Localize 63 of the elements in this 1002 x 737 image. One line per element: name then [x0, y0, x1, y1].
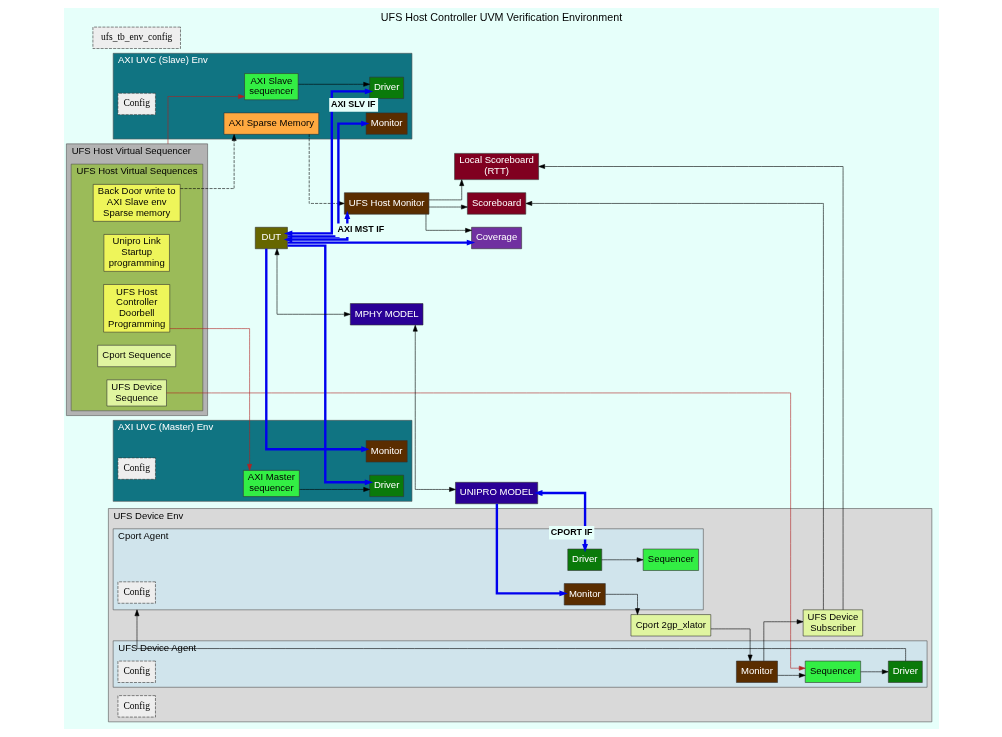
node-box: Config	[117, 660, 156, 683]
node-box: UFS Device Subscriber	[802, 609, 863, 637]
arrow	[165, 392, 805, 671]
arrow	[859, 669, 888, 675]
node-box: Config	[117, 581, 156, 604]
node-box: Coverage	[470, 227, 522, 250]
node-box: Cport Sequence	[96, 344, 176, 367]
edge-label: AXI SLV IF	[330, 98, 375, 109]
arrow	[601, 557, 643, 563]
node-box: UFS Host Monitor	[343, 192, 429, 215]
arrow	[264, 248, 370, 453]
arrow	[169, 328, 252, 471]
node-box: Cport 2gp_xlator	[630, 614, 711, 637]
edge-label: AXI MST IF	[336, 224, 384, 235]
node-box: AXI Sparse Memory	[223, 112, 319, 135]
node-box: UFS Host Controller Doorbell Programming	[102, 284, 170, 333]
node-box: Local Scoreboard (RTT)	[453, 153, 539, 180]
arrow	[298, 487, 370, 492]
arrow	[167, 94, 245, 145]
arrow	[537, 164, 843, 611]
node-box: UFS Device Sequence	[106, 379, 167, 407]
node-box: Scoreboard	[466, 192, 526, 215]
arrow	[533, 490, 588, 553]
node-box: Config	[117, 695, 156, 718]
node-box: Config	[117, 92, 156, 115]
node-box: DUT	[254, 227, 288, 250]
node-box: Sequencer	[804, 660, 861, 683]
arrow	[425, 213, 472, 233]
node-box: AXI Master sequencer	[242, 470, 300, 497]
arrow	[495, 503, 568, 597]
edge-label: CPORT IF	[550, 526, 592, 537]
node-box: UNIPRO MODEL	[454, 482, 538, 505]
arrow	[283, 88, 373, 237]
node-box: Driver	[887, 660, 923, 683]
diagram-title: UFS Host Controller UVM Verification Environment	[380, 11, 622, 24]
arrow	[287, 244, 373, 486]
node-box: Monitor	[563, 583, 606, 606]
node-box: MPHY MODEL	[349, 303, 423, 326]
arrow	[710, 628, 752, 662]
node-box: Back Door write to AXI Slave env Sparse memory	[92, 184, 180, 222]
arrow	[428, 179, 464, 201]
arrow	[274, 248, 351, 317]
node-box: Monitor	[365, 440, 407, 463]
node-box: Monitor	[735, 660, 778, 683]
arrow	[525, 201, 824, 610]
node-box: Monitor	[365, 112, 407, 135]
node-box: ufs_tb_env_config	[92, 26, 181, 49]
arrow	[412, 324, 456, 492]
arrow	[179, 134, 236, 189]
arrow	[428, 204, 468, 210]
arrow	[287, 120, 369, 238]
node-box: Driver	[368, 474, 404, 497]
arrow	[776, 673, 806, 678]
node-box: Driver	[368, 76, 404, 99]
arrow	[297, 81, 370, 87]
node-box: Unipro Link Startup programming	[103, 234, 170, 272]
node-box: Sequencer	[642, 548, 699, 571]
node-box: Config	[117, 457, 156, 480]
node-box: Driver	[567, 548, 602, 571]
arrow	[763, 619, 803, 662]
arrow	[604, 594, 640, 615]
arrow	[287, 239, 475, 246]
node-box: AXI Slave sequencer	[243, 73, 298, 101]
